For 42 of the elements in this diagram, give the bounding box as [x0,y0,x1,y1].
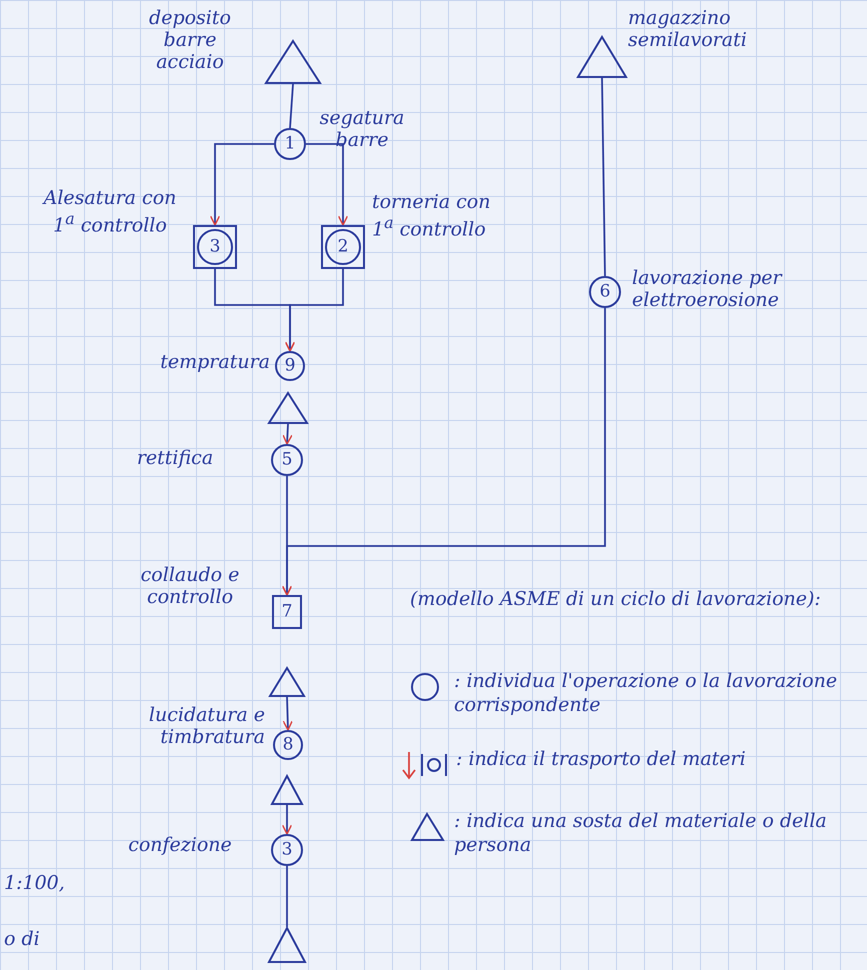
flow-line [282,424,293,445]
flow-line [289,84,294,128]
step-caption: tempratura [159,352,270,374]
operation-circle: 6 [589,276,621,308]
step-caption: lavorazione per elettroerosione [632,268,784,312]
note-text: o di [4,928,41,952]
flow-line [306,143,348,226]
legend-heading: (modello ASME di un ciclo di lavorazione): [410,588,822,612]
step-caption: torneria con 1$^{a}$ controllo [372,192,492,242]
flow-line [210,143,274,226]
step-caption: magazzino semilavorati [628,8,748,52]
flow-line [601,78,606,276]
operation-square: 2 [321,225,365,269]
flow-line [284,269,344,352]
storage-triangle [577,36,627,78]
flow-line [282,696,293,731]
legend-text: : individua l'operazione o la lavorazione corrispondente [454,670,838,718]
operation-circle: 8 [273,730,303,760]
storage-triangle [268,927,306,963]
storage-triangle [269,667,305,697]
step-caption: deposito barre acciaio [148,8,232,74]
operation-circle: 9 [275,351,305,381]
flow-line [282,308,606,596]
flow-line [286,866,288,927]
storage-triangle [265,40,321,84]
flow-line [282,805,292,835]
operation-square: 3 [193,225,237,269]
legend-text: : indica una sosta del materiale o della persona [454,810,828,858]
note-text: 1:100, [4,872,66,896]
storage-triangle [271,775,303,805]
operation-circle: 5 [271,444,303,476]
operation-circle: 1 [274,128,306,160]
step-caption: Alesatura con 1$^{a}$ controllo [41,188,178,238]
step-caption: segatura barre [318,108,406,152]
legend-text: : indica il trasporto del materi [456,748,747,772]
inspection-square: 7 [272,595,302,629]
storage-triangle [268,392,308,424]
step-caption: collaudo e controllo [140,565,240,609]
step-caption: rettifica [136,448,214,470]
step-caption: confezione [127,835,233,857]
step-caption: lucidatura e timbratura [148,705,265,749]
operation-circle: 3 [271,834,303,866]
